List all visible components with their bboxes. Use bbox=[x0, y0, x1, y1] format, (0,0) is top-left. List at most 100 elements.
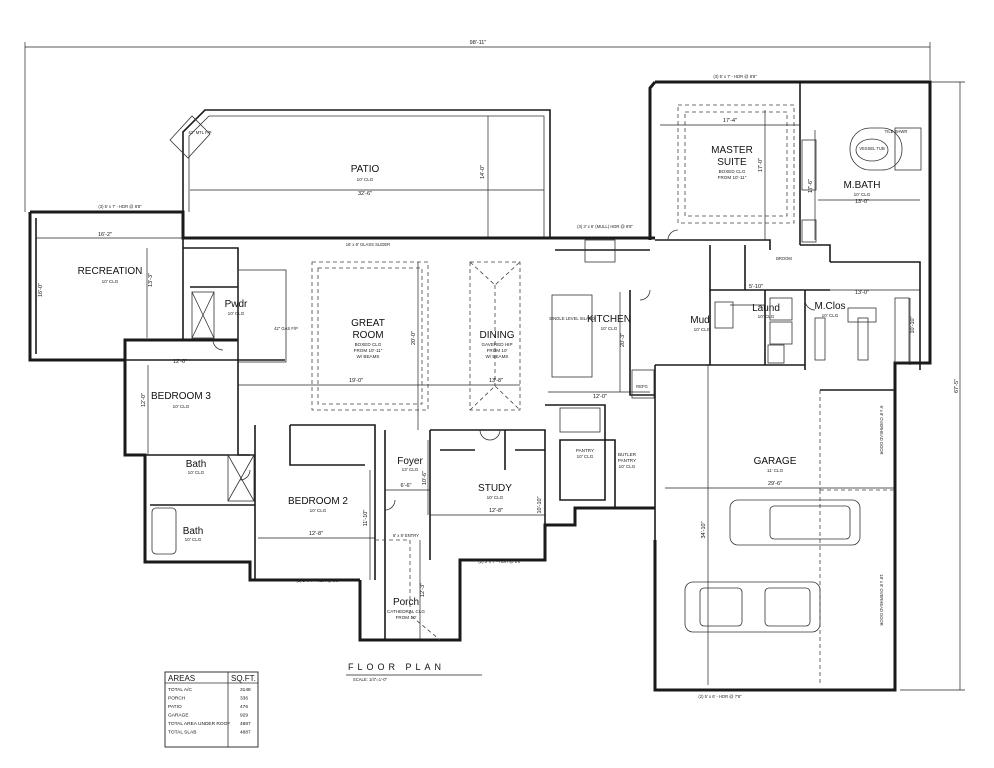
room-bedroom3-ceiling: 10' CLG bbox=[173, 404, 190, 409]
room-kitchen-name: KITCHEN bbox=[587, 314, 631, 325]
area-row-value: 3148 bbox=[240, 687, 251, 693]
note-fireplace2: 42" GAS F/P bbox=[274, 326, 298, 331]
note-study-hdr: (2) 5' x 7' - HDR @ 8'8" bbox=[478, 559, 522, 564]
room-bath2-name: Bath bbox=[183, 526, 204, 537]
dim-master-w: 17'-4" bbox=[723, 118, 737, 124]
room-recreation-ceiling: 10' CLG bbox=[102, 279, 119, 284]
room-mclos-ceiling: 10' CLG bbox=[822, 313, 839, 318]
dim-rec-w: 16'-2" bbox=[98, 232, 112, 238]
room-labels: PATIO 10' CLG RECREATION 10' CLG Pwdr 10… bbox=[78, 145, 881, 620]
title-text: FLOOR PLAN bbox=[348, 662, 445, 672]
room-pantry-ceiling: 10' CLG bbox=[577, 454, 594, 459]
dim-dining-w: 13'-8" bbox=[489, 378, 503, 384]
overall-depth-dim: 67'-5" bbox=[954, 379, 960, 393]
note-broom: BROOM bbox=[776, 256, 792, 261]
note-entry-door: 8' x 8' ENTRY bbox=[393, 533, 419, 538]
room-garage-name: GARAGE bbox=[754, 456, 797, 467]
interior-dimension-lines bbox=[36, 110, 920, 640]
room-bath2-ceiling: 10' CLG bbox=[185, 537, 202, 542]
area-row-label: PORCH bbox=[168, 696, 186, 702]
room-patio-name: PATIO bbox=[351, 164, 380, 175]
dim-mclos-w: 13'-0" bbox=[855, 290, 869, 296]
area-row-value: 4887 bbox=[240, 721, 251, 727]
room-mclos-name: M.Clos bbox=[814, 301, 845, 312]
door-swings bbox=[212, 229, 816, 511]
dim-mbath-d: 17'-6" bbox=[808, 179, 814, 193]
room-mbath-name: M.BATH bbox=[843, 180, 880, 191]
area-row-value: 4887 bbox=[240, 730, 251, 736]
room-study-name: STUDY bbox=[478, 483, 512, 494]
room-laund-name: Laund bbox=[752, 303, 780, 314]
area-row-label: PATIO bbox=[168, 704, 182, 710]
room-garage-ceiling: 11' CLG bbox=[767, 468, 784, 473]
dim-bed2-w: 12'-8" bbox=[309, 531, 323, 537]
area-row-label: TOTAL SLAB bbox=[168, 730, 196, 736]
room-bath1-ceiling: 10' CLG bbox=[188, 470, 205, 475]
overall-dimensions: 98'-11" 67'-5" bbox=[24, 40, 965, 691]
room-dining-ceiling2: FROM 10' bbox=[487, 348, 508, 353]
area-row-label: TOTAL AREA UNDER ROOF bbox=[168, 721, 230, 727]
dim-bed2-d: 11'-10" bbox=[363, 510, 369, 527]
room-foyer-ceiling: 13' CLG bbox=[402, 467, 419, 472]
dim-patio-w: 32'-6" bbox=[358, 191, 372, 197]
area-row-value: 929 bbox=[240, 713, 248, 719]
room-mbath-ceiling: 10' CLG bbox=[854, 192, 871, 197]
area-row-label: TOTAL A/C bbox=[168, 687, 192, 693]
room-master-ceiling1: BOXED CLG bbox=[719, 169, 746, 174]
dim-master-d: 17'-0" bbox=[758, 158, 764, 172]
room-master-line1: MASTER bbox=[711, 145, 753, 156]
areas-header-left: AREAS bbox=[168, 674, 195, 683]
garage-vehicles bbox=[684, 499, 861, 633]
room-pwdr-ceiling: 10' CLG bbox=[228, 311, 245, 316]
room-butler-ceiling: 10' CLG bbox=[619, 464, 636, 469]
note-bed2-hdr: (3) 5' x 7' - HDR @ 8'8" bbox=[296, 578, 340, 583]
room-mud-name: Mud bbox=[690, 315, 709, 326]
note-garage-hdr: (2) 5' x 6' - HDR @ 7'8" bbox=[698, 694, 742, 699]
room-study-ceiling: 10' CLG bbox=[487, 495, 504, 500]
room-pwdr-name: Pwdr bbox=[225, 299, 248, 310]
room-mud-ceiling: 10' CLG bbox=[694, 327, 711, 332]
dim-study-d: 10'-10" bbox=[537, 496, 543, 513]
note-tile-shwr: TILE SHWR bbox=[885, 129, 908, 134]
dimension-labels: 32'-6" 14'-0" 16'-2" 16'-0" 13'-3" 20'-0… bbox=[38, 118, 916, 597]
room-dining-ceiling3: W/ BEAMS bbox=[486, 354, 509, 359]
areas-header-right: SQ.FT. bbox=[231, 674, 256, 683]
dim-patio-d: 14'-0" bbox=[480, 165, 486, 179]
note-fireplace1: 42" MTL F/P bbox=[188, 130, 211, 135]
note-slider: 16' x 8' GLASS SLIDER bbox=[346, 242, 390, 247]
title-scale: SCALE: 1/4"=1'-0" bbox=[353, 677, 388, 682]
dim-bed3-d: 12'-0" bbox=[141, 393, 147, 407]
note-vessel-tub: VESSEL TUB bbox=[859, 146, 885, 151]
note-island: SINGLE LEVEL ISLAND bbox=[549, 316, 595, 321]
overall-width-dim: 98'-11" bbox=[470, 40, 487, 46]
room-bedroom2-name: BEDROOM 2 bbox=[288, 496, 348, 507]
area-row-value: 336 bbox=[240, 696, 248, 702]
drawing-title: FLOOR PLAN SCALE: 1/4"=1'-0" bbox=[346, 662, 482, 682]
dim-foyer-w: 6'-6" bbox=[401, 483, 412, 489]
room-great-ceiling1: BOXED CLG bbox=[355, 342, 382, 347]
room-great-line1: GREAT bbox=[351, 318, 385, 329]
dim-kitchen-w: 12'-0" bbox=[593, 394, 607, 400]
window-header-notes: (3) 5' x 7' - HDR @ 8'8" (3) 5' x 7' - H… bbox=[98, 74, 907, 699]
room-patio-ceiling: 10' CLG bbox=[357, 177, 374, 182]
room-great-ceiling2: FROM 10'-11" bbox=[354, 348, 383, 353]
room-dining-name: DINING bbox=[480, 330, 515, 341]
interior-walls bbox=[125, 82, 922, 690]
room-foyer-name: Foyer bbox=[397, 456, 423, 467]
area-row-value: 476 bbox=[240, 704, 248, 710]
room-porch-ceiling1: CATHEDRAL CLG bbox=[387, 609, 425, 614]
dim-mclos-d: 10'-10" bbox=[910, 316, 916, 333]
room-recreation-name: RECREATION bbox=[78, 266, 143, 277]
room-bedroom3-name: BEDROOM 3 bbox=[151, 391, 211, 402]
area-row-label: GARAGE bbox=[168, 713, 189, 719]
room-kitchen-ceiling: 10' CLG bbox=[601, 326, 618, 331]
dim-foyer-d: 10'-6" bbox=[422, 471, 428, 485]
note-patio-hdr: (3) 5' x 7' - HDR @ 8'8" bbox=[98, 204, 142, 209]
dim-great-w: 19'-0" bbox=[349, 378, 363, 384]
note-refg: REFG bbox=[636, 384, 648, 389]
note-garage-door2: 18' x 8' OVERHEAD DOOR bbox=[879, 574, 884, 625]
room-great-ceiling3: W/ BEAMS bbox=[357, 354, 380, 359]
dim-garage-w: 29'-6" bbox=[768, 481, 782, 487]
patio-area bbox=[169, 109, 551, 238]
